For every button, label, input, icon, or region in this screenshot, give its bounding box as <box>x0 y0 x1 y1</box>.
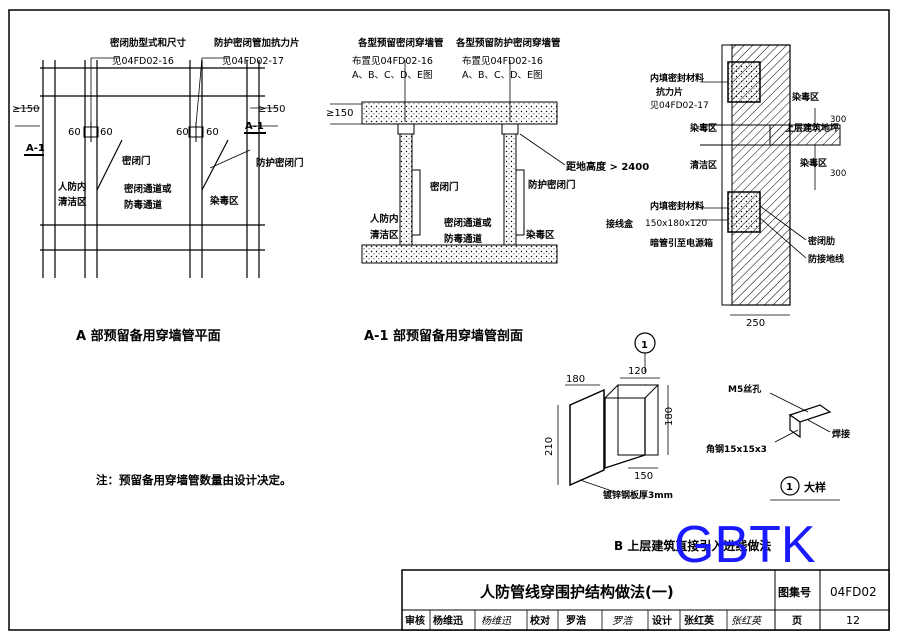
title-block-atlas-code: 04FD02 <box>830 585 877 599</box>
section-corridor-2: 防毒通道 <box>444 233 483 245</box>
wall-label-ground: 防接地线 <box>808 253 844 265</box>
box-detail: 1 180 120 210 180 150 镀锌钢板厚3mm M5丝孔 角钢15… <box>544 332 850 501</box>
section-door-right: 防护密闭门 <box>528 179 576 191</box>
wall-label-seal: 内填密封材料 <box>650 72 704 84</box>
plan-zone-left-2: 清洁区 <box>58 196 87 208</box>
box-label-nut: M5丝孔 <box>728 383 761 395</box>
plan-dim-60-a: 60 <box>68 127 81 138</box>
section-callout-right-ref: 布置见04FD02-16 <box>462 55 543 67</box>
title-block: 人防管线穿围护结构做法(一) 图集号 04FD02 审核 杨维迅 杨维迅 校对 … <box>401 569 890 631</box>
plan-callout-left: 密闭肋型式和尺寸 <box>109 37 187 49</box>
plan-callout-right: 防护密闭管加抗力片 <box>214 37 300 49</box>
wall-dim-250: 250 <box>746 318 765 329</box>
box-label-angle: 角钢15x15x3 <box>706 443 767 455</box>
caption-b: B 上层建筑直接引入进线做法 <box>614 538 771 553</box>
section-callout-right-types: A、B、C、D、E图 <box>462 70 542 81</box>
plan-dim-150-left: ≥150 <box>12 104 39 115</box>
plan-callout-left-ref: 见04FD02-16 <box>112 56 174 67</box>
wall-label-ref: 见04FD02-17 <box>650 100 709 111</box>
box-dim-180-top: 180 <box>566 374 585 385</box>
section-height-note: 距地高度 > 2400 <box>566 160 649 173</box>
wall-label-box-size: 150x180x120 <box>645 219 707 229</box>
plan-caption: A 部预留备用穿墙管平面 <box>76 328 221 344</box>
title-block-reviewer: 杨维迅 <box>433 614 463 627</box>
plan-dim-60-b: 60 <box>100 127 113 138</box>
plan-dim-60-c: 60 <box>176 127 189 138</box>
section-corridor-1: 密闭通道或 <box>443 217 492 229</box>
box-label-plate: 镀锌钢板厚3mm <box>603 489 673 501</box>
plan-zone-left-1: 人防内 <box>58 181 87 193</box>
design-note: 注：预留备用穿墙管数量由设计决定。 <box>96 473 292 487</box>
section-zone-left-1: 人防内 <box>370 213 399 225</box>
section-dim-150: ≥150 <box>326 108 353 119</box>
title-block-design-label: 设计 <box>652 614 672 627</box>
section-zone-right: 染毒区 <box>525 229 555 241</box>
wall-label-toxic: 染毒区 <box>791 91 819 103</box>
title-block-designer-sign: 张红英 <box>731 615 763 627</box>
section-view: 各型预留密闭穿墙管 布置见04FD02-16 A、B、C、D、E图 各型预留防护… <box>326 37 649 264</box>
wall-label-clean: 清洁区 <box>690 159 717 171</box>
wall-label-toxic-3: 染毒区 <box>799 157 827 169</box>
plan-view: 密闭肋型式和尺寸 见04FD02-16 防护密闭管加抗力片 见04FD02-17… <box>12 37 304 278</box>
box-dim-180-right: 180 <box>664 407 675 426</box>
wall-label-seal-2: 内填密封材料 <box>650 200 704 212</box>
plan-door-mid: 密闭门 <box>121 155 151 167</box>
box-circle-num: 1 <box>641 340 648 351</box>
plan-dim-60-d: 60 <box>206 127 219 138</box>
title-block-title: 人防管线穿围护结构做法(一) <box>480 583 674 601</box>
section-zone-left-2: 清洁区 <box>370 229 399 241</box>
box-detail-num: 1 <box>786 482 793 493</box>
title-block-reviewer-sign: 杨维迅 <box>481 615 512 627</box>
section-callout-left-types: A、B、C、D、E图 <box>352 70 432 81</box>
section-callout-left-ref: 布置见04FD02-16 <box>352 55 433 67</box>
plan-dim-150-right: ≥150 <box>258 104 285 115</box>
title-block-check-label: 校对 <box>530 614 550 627</box>
title-block-page-num: 12 <box>846 614 860 627</box>
box-dim-210: 210 <box>544 437 555 456</box>
wall-dim-300-b: 300 <box>830 169 846 179</box>
wall-detail: 内填密封材料 抗力片 见04FD02-17 染毒区 染毒区 上层建筑地坪 清洁区… <box>606 44 846 329</box>
title-block-checker: 罗浩 <box>566 614 586 627</box>
box-label-weld: 焊接 <box>832 428 850 440</box>
box-detail-label: 大样 <box>804 480 826 494</box>
plan-zone-right: 染毒区 <box>209 195 239 207</box>
box-dim-150: 150 <box>634 471 653 482</box>
wall-label-box: 接线盒 <box>606 218 634 230</box>
title-block-page-label: 页 <box>792 615 802 627</box>
plan-callout-right-ref: 见04FD02-17 <box>222 56 284 67</box>
wall-label-upper: 上层建筑地坪 <box>785 122 839 134</box>
plan-corridor-1: 密闭通道或 <box>123 183 172 195</box>
title-block-review-label: 审核 <box>405 614 425 627</box>
title-block-atlas-label: 图集号 <box>778 585 811 599</box>
plan-section-mark-right: A-1 <box>245 121 264 132</box>
wall-label-plate: 抗力片 <box>656 86 683 98</box>
plan-corridor-2: 防毒通道 <box>124 199 163 211</box>
wall-dim-300-a: 300 <box>830 115 846 125</box>
plan-door-right: 防护密闭门 <box>256 157 304 169</box>
title-block-checker-sign: 罗浩 <box>612 615 633 627</box>
watermark-logo: GBTK <box>674 516 816 574</box>
section-callout-right: 各型预留防护密闭穿墙管 <box>455 37 561 49</box>
plan-section-mark-left: A-1 <box>26 143 45 154</box>
wall-label-toxic-2: 染毒区 <box>689 122 717 134</box>
section-callout-left: 各型预留密闭穿墙管 <box>357 37 444 49</box>
box-dim-120: 120 <box>628 366 647 377</box>
wall-label-conduit: 暗管引至电源箱 <box>650 237 713 249</box>
section-caption: A-1 部预留备用穿墙管剖面 <box>364 328 523 344</box>
wall-label-rib: 密闭肋 <box>807 235 835 247</box>
title-block-designer: 张红英 <box>684 614 715 627</box>
section-door-mid: 密闭门 <box>429 181 459 193</box>
